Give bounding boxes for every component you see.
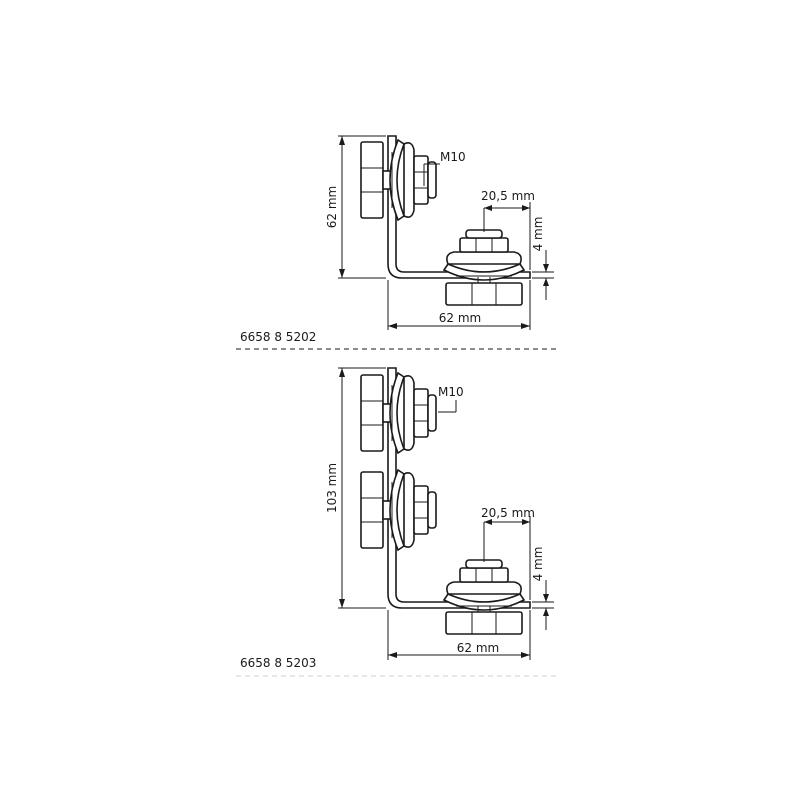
thread-label: M10 — [438, 385, 464, 399]
angle-bracket — [387, 367, 531, 609]
vertical-nut — [389, 139, 437, 221]
thread-label: M10 — [440, 150, 466, 164]
vertical-magnet-upper — [360, 374, 392, 452]
width-dimension-label: 62 mm — [439, 311, 481, 325]
horizontal-nut — [443, 229, 525, 281]
vertical-nut-lower — [389, 469, 437, 551]
part-number: 6658 8 5203 — [240, 656, 316, 670]
offset-dimension-label: 20,5 mm — [481, 506, 535, 520]
thickness-dimension-label: 4 mm — [531, 217, 545, 252]
angle-bracket — [387, 135, 531, 279]
offset-dimension-label: 20,5 mm — [481, 189, 535, 203]
horizontal-magnet — [445, 276, 523, 306]
height-dimension-label: 62 mm — [325, 186, 339, 228]
width-dimension-label: 62 mm — [457, 641, 499, 655]
vertical-magnet-lower — [360, 471, 392, 549]
bracket-variant-bottom: 103 mm M10 20,5 mm 4 mm 62 mm 6658 8 520… — [240, 367, 554, 670]
height-dimension-label: 103 mm — [325, 463, 339, 513]
vertical-magnet — [360, 141, 392, 219]
part-number: 6658 8 5202 — [240, 330, 316, 344]
thickness-dimension-label: 4 mm — [531, 547, 545, 582]
vertical-nut-upper — [389, 372, 437, 454]
bracket-variant-top: 62 mm M10 20,5 mm 4 mm 62 mm 6658 8 5202 — [240, 135, 554, 344]
horizontal-nut — [443, 559, 525, 611]
